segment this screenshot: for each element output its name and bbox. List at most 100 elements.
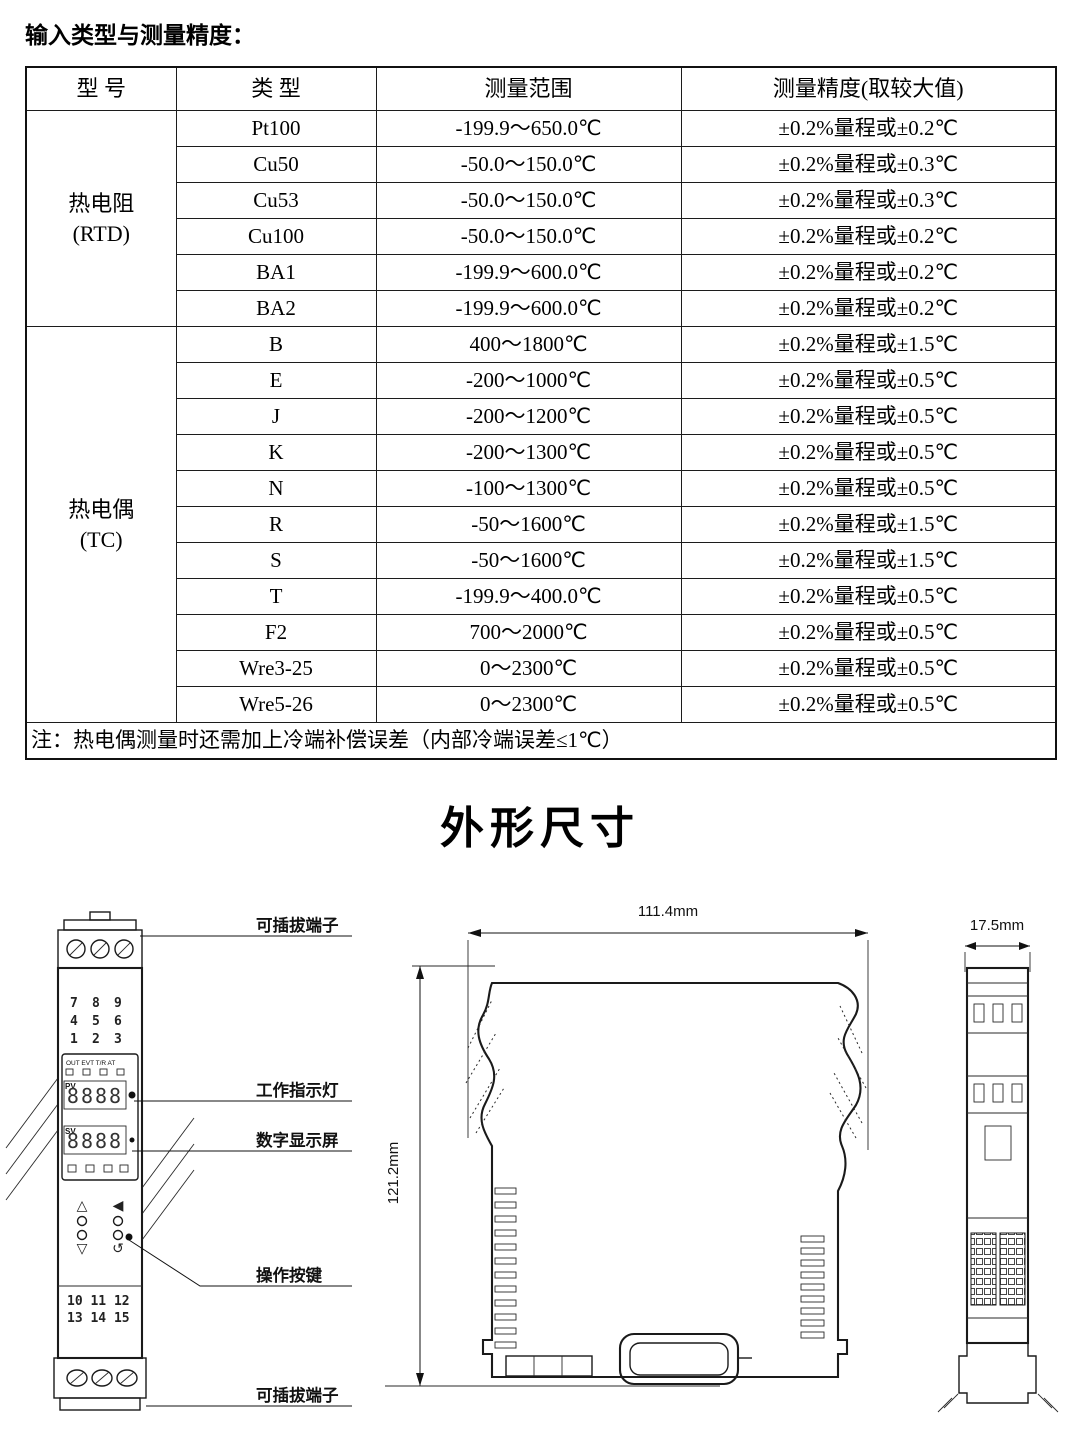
width-dimension-label: 111.4mm — [638, 903, 698, 920]
din-rail-hatch-left — [5, 1077, 59, 1201]
cell-accuracy: ±0.2%量程或±0.5℃ — [680, 686, 1057, 723]
table-row: Wre5-26 0～2300℃ ±0.2%量程或±0.5℃ — [26, 686, 1057, 723]
button-dot — [112, 1215, 124, 1227]
din-clip — [618, 1332, 752, 1386]
callout-indicator: 工作指示灯 — [256, 1080, 339, 1100]
terminal-number: 1 — [70, 1032, 78, 1047]
accuracy-table: 型 号 类 型 测量范围 测量精度(取较大值) 热电阻 (RTD) Pt100 … — [25, 66, 1057, 760]
callout-display: 数字显示屏 — [256, 1130, 339, 1150]
depth-dimension-label: 17.5mm — [970, 917, 1024, 934]
table-header-row: 型 号 类 型 测量范围 测量精度(取较大值) — [25, 66, 1057, 111]
cell-range: -50～1600℃ — [375, 542, 682, 579]
cell-range: 700～2000℃ — [375, 614, 682, 651]
callout-buttons: 操作按键 — [256, 1265, 323, 1285]
table-row: 热电偶 (TC) B 400～1800℃ ±0.2%量程或±1.5℃ — [25, 326, 1057, 723]
model-name: 热电偶 — [68, 496, 135, 522]
cell-accuracy: ±0.2%量程或±0.2℃ — [680, 254, 1057, 291]
cell-type: J — [175, 398, 377, 435]
cell-range: -50.0～150.0℃ — [375, 146, 682, 183]
display-bezel — [61, 1053, 139, 1181]
table-row: Cu50 -50.0～150.0℃ ±0.2%量程或±0.3℃ — [26, 146, 1057, 183]
terminal-number: 5 — [92, 1014, 100, 1029]
cell-accuracy: ±0.2%量程或±0.2℃ — [680, 218, 1057, 255]
table-row: 热电阻 (RTD) Pt100 -199.9～650.0℃ ±0.2%量程或±0… — [25, 110, 1057, 327]
top-tab — [89, 911, 111, 921]
cell-accuracy: ±0.2%量程或±0.2℃ — [680, 110, 1057, 147]
module-profile-outline — [477, 981, 862, 1379]
cell-type: BA1 — [175, 254, 377, 291]
operation-buttons: △ ◀ ▽ ↺ — [77, 1199, 133, 1257]
terminal-numbers-bottom1: 10 11 12 — [67, 1294, 130, 1309]
up-button-icon: △ — [77, 1199, 88, 1214]
end-vent-grid-right — [999, 1232, 1026, 1306]
cell-range: -199.9～600.0℃ — [375, 290, 682, 327]
button-dot — [76, 1215, 88, 1227]
sv-digits: 8888 — [67, 1129, 123, 1153]
terminal-number: 3 — [114, 1032, 122, 1047]
screw-terminal-icon — [66, 939, 134, 959]
screw-terminal-bottom-icon — [66, 1369, 138, 1387]
section-title: 外形尺寸 — [440, 804, 640, 853]
cell-type: T — [175, 578, 377, 615]
callout-bottom-terminal: 可插拔端子 — [256, 1385, 339, 1405]
pv-digits: 8888 — [67, 1084, 123, 1108]
cell-range: -199.9～600.0℃ — [375, 254, 682, 291]
table-note: 注：热电偶测量时还需加上冷端补偿误差（内部冷端误差≤1℃） — [25, 722, 1057, 760]
vent-slots-right — [800, 1235, 825, 1339]
bezel-bottom-squares — [67, 1164, 129, 1173]
cell-accuracy: ±0.2%量程或±1.5℃ — [680, 326, 1057, 363]
cell-range: -50.0～150.0℃ — [375, 182, 682, 219]
end-terminal-slots-mid — [973, 1083, 1023, 1103]
cell-type: E — [175, 362, 377, 399]
bottom-cap — [59, 1397, 141, 1411]
cell-accuracy: ±0.2%量程或±0.3℃ — [680, 182, 1057, 219]
table-row: S -50～1600℃ ±0.2%量程或±1.5℃ — [26, 542, 1057, 579]
sv-display — [63, 1125, 127, 1155]
end-view-foot — [958, 1342, 1037, 1404]
terminal-numbers-bottom2: 13 14 15 — [67, 1311, 130, 1326]
enter-button-icon: ↺ — [112, 1242, 124, 1257]
depth-dimension: 17.5mm — [964, 917, 1031, 972]
cell-range: -50～1600℃ — [375, 506, 682, 543]
cell-accuracy: ±0.2%量程或±0.5℃ — [680, 398, 1057, 435]
pv-display — [63, 1080, 127, 1110]
panel-hatch-bottom — [937, 1393, 1059, 1413]
table-row: N -100～1300℃ ±0.2%量程或±0.5℃ — [26, 470, 1057, 507]
cell-type: Cu53 — [175, 182, 377, 219]
vent-slots-left — [494, 1187, 517, 1349]
page-title: 输入类型与测量精度： — [25, 22, 255, 48]
indicator-led-squares — [65, 1068, 125, 1076]
table-row: K -200～1300℃ ±0.2%量程或±0.5℃ — [26, 434, 1057, 471]
cell-accuracy: ±0.2%量程或±0.5℃ — [680, 614, 1057, 651]
cell-type: BA2 — [175, 290, 377, 327]
cell-accuracy: ±0.2%量程或±0.5℃ — [680, 362, 1057, 399]
button-dot — [76, 1229, 88, 1241]
end-vent-grid-left — [970, 1232, 997, 1306]
table-row: BA1 -199.9～600.0℃ ±0.2%量程或±0.2℃ — [26, 254, 1057, 291]
bottom-terminal-block — [53, 1357, 147, 1399]
cell-accuracy: ±0.2%量程或±0.5℃ — [680, 434, 1057, 471]
sv-label: SV — [65, 1127, 76, 1136]
cell-range: -200～1200℃ — [375, 398, 682, 435]
cell-type: N — [175, 470, 377, 507]
callout-labels: 可插拔端子 工作指示灯 数字显示屏 操作按键 可插拔端子 — [128, 915, 352, 1407]
terminal-number: 4 — [70, 1014, 78, 1029]
width-dimension: 111.4mm — [467, 903, 869, 1150]
model-cell-rtd: 热电阻 (RTD) — [25, 110, 177, 327]
table-row: Cu53 -50.0～150.0℃ ±0.2%量程或±0.3℃ — [26, 182, 1057, 219]
cell-range: -199.9～650.0℃ — [375, 110, 682, 147]
cell-type: F2 — [175, 614, 377, 651]
cell-range: -200～1000℃ — [375, 362, 682, 399]
cell-accuracy: ±0.2%量程或±0.2℃ — [680, 290, 1057, 327]
cell-accuracy: ±0.2%量程或±1.5℃ — [680, 506, 1057, 543]
cell-range: -199.9～400.0℃ — [375, 578, 682, 615]
table-row: J -200～1200℃ ±0.2%量程或±0.5℃ — [26, 398, 1057, 435]
end-view-drawing: 17.5mm — [937, 917, 1059, 1413]
col-header-range: 测量范围 — [375, 66, 682, 111]
button-dot — [112, 1229, 124, 1241]
cell-range: -100～1300℃ — [375, 470, 682, 507]
terminal-number: 8 — [92, 996, 100, 1011]
cell-accuracy: ±0.2%量程或±0.5℃ — [680, 470, 1057, 507]
terminal-number: 2 — [92, 1032, 100, 1047]
cell-accuracy: ±0.2%量程或±1.5℃ — [680, 542, 1057, 579]
